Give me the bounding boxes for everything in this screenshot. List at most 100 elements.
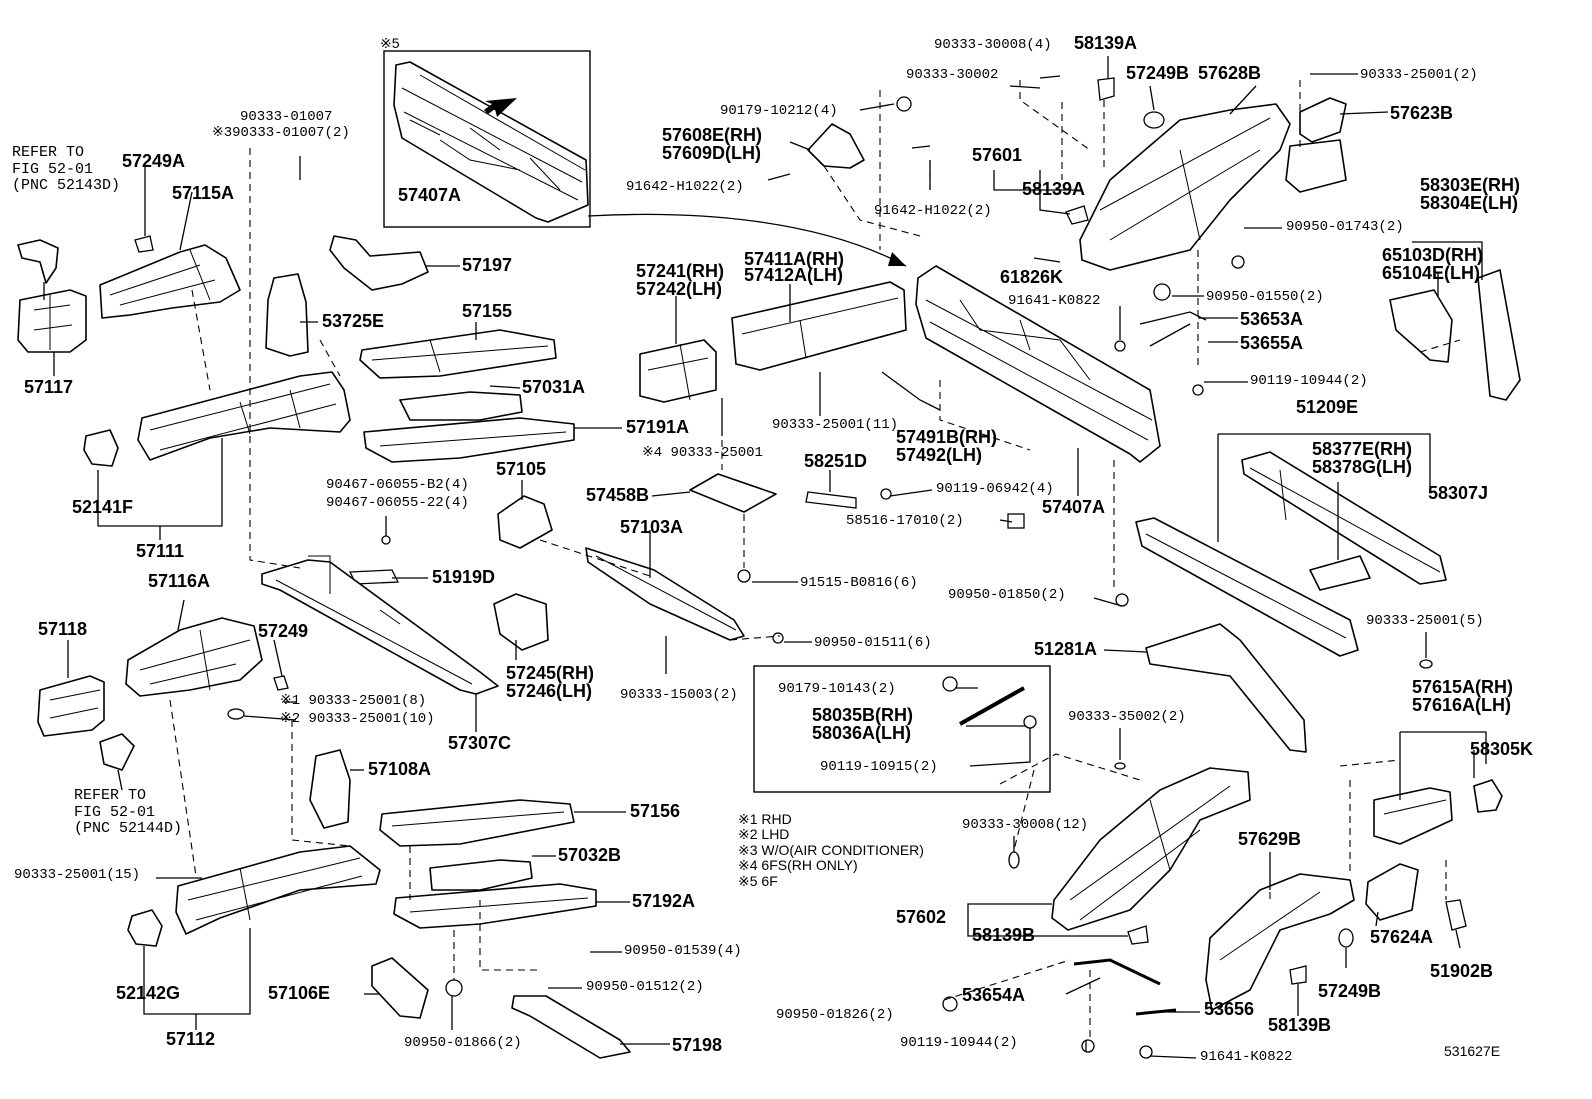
label-57118: 57118 bbox=[38, 619, 88, 639]
part-57116a bbox=[125, 617, 263, 697]
label-57241: 57241(RH) bbox=[636, 261, 725, 281]
part-57602 bbox=[1051, 767, 1251, 931]
part-51209e bbox=[1241, 451, 1447, 585]
label-57411a: 57411A(RH) bbox=[744, 249, 845, 269]
part-57628b-rear bbox=[1285, 139, 1347, 193]
label-51209e: 51209E bbox=[1296, 397, 1359, 417]
label-refer-52144d: REFER TO FIG 52-01 (PNC 52144D) bbox=[74, 787, 183, 837]
label-58139a-top: 58139A bbox=[1074, 33, 1138, 53]
label-57031a: 57031A bbox=[522, 377, 586, 397]
label-57246: 57246(LH) bbox=[506, 681, 593, 701]
part-57458b bbox=[689, 473, 777, 513]
part-58035b bbox=[959, 686, 1025, 726]
label-notes: ※1 RHD ※2 LHD ※3 W/O(AIR CONDITIONER) ※4… bbox=[738, 811, 924, 889]
label-58139b-a: 58139B bbox=[972, 925, 1036, 945]
label-note-5: ※5 bbox=[380, 35, 400, 51]
label-90119-06942: 90119-06942(4) bbox=[936, 481, 1054, 497]
label-90333-25001-5: 90333-25001(5) bbox=[1366, 613, 1484, 629]
plug-90333-35002 bbox=[1114, 762, 1126, 770]
part-57156 bbox=[379, 799, 575, 847]
nut-90950-01866 bbox=[445, 979, 463, 997]
bolt-91642-b bbox=[911, 145, 931, 149]
label-57623b: 57623B bbox=[1390, 103, 1454, 123]
label-90950-01743: 90950-01743(2) bbox=[1286, 219, 1404, 235]
label-57249b: 57249B bbox=[1318, 981, 1382, 1001]
part-53725e bbox=[265, 273, 309, 357]
inset-box-6f bbox=[383, 50, 591, 228]
label-90119-10915: 90119-10915(2) bbox=[820, 759, 938, 775]
part-57608e bbox=[807, 123, 865, 169]
nut-90179-10143 bbox=[942, 676, 958, 692]
label-90950-01512: 90950-01512(2) bbox=[586, 979, 704, 995]
part-65103d bbox=[1389, 289, 1453, 363]
label-57407a: 57407A bbox=[1042, 497, 1106, 517]
part-52144d-ref bbox=[99, 733, 135, 771]
label-57103a: 57103A bbox=[620, 517, 684, 537]
label-57616a: 57616A(LH) bbox=[1412, 695, 1512, 715]
part-57307c bbox=[261, 555, 499, 695]
label-58516-17010: 58516-17010(2) bbox=[846, 513, 964, 529]
label-52141f: 52141F bbox=[72, 497, 134, 517]
bolt-90119-10944-b bbox=[1081, 1039, 1095, 1053]
label-57117: 57117 bbox=[24, 377, 74, 397]
part-58139a-mid bbox=[1065, 205, 1089, 225]
label-57198: 57198 bbox=[672, 1035, 723, 1055]
part-58139b-a bbox=[1127, 925, 1149, 945]
part-57197 bbox=[329, 235, 429, 291]
label-57307c: 57307C bbox=[448, 733, 512, 753]
bolt-91641-b bbox=[1139, 1045, 1153, 1059]
dashed-assembly-lines bbox=[169, 80, 1461, 1040]
label-58251d: 58251D bbox=[804, 451, 868, 471]
label-58036a: 58036A(LH) bbox=[812, 723, 912, 743]
part-57106e bbox=[371, 957, 429, 1019]
label-57491b: 57491B(RH) bbox=[896, 427, 998, 447]
label-53656: 53656 bbox=[1204, 999, 1255, 1019]
part-57032b bbox=[429, 859, 533, 891]
part-57103a bbox=[585, 547, 745, 641]
label-90950-01511: 90950-01511(6) bbox=[814, 635, 932, 651]
label-91642-h1022-b: 91642-H1022(2) bbox=[874, 203, 992, 219]
bolt-90119-10944-a bbox=[1192, 384, 1204, 396]
label-57615a: 57615A(RH) bbox=[1412, 677, 1514, 697]
part-51281a-frame bbox=[1135, 517, 1359, 657]
part-57249b-top bbox=[1143, 111, 1165, 129]
label-65103d: 65103D(RH) bbox=[1382, 245, 1484, 265]
part-57629b bbox=[1205, 873, 1355, 1011]
part-53654a bbox=[1073, 958, 1161, 986]
part-57111-rail bbox=[137, 371, 351, 461]
nut-90179-10212 bbox=[896, 96, 912, 112]
part-58377e bbox=[1309, 555, 1371, 591]
label-61826k: 61826K bbox=[1000, 267, 1064, 287]
part-58251d bbox=[805, 491, 857, 509]
label-57601: 57601 bbox=[972, 145, 1023, 165]
inset-box-stay bbox=[753, 665, 1051, 793]
label-91515-b0816: 91515-B0816(6) bbox=[800, 575, 918, 591]
diagram-reference-id: 531627E bbox=[1444, 1043, 1501, 1059]
label-57116a: 57116A bbox=[148, 571, 211, 591]
label-90179-10212: 90179-10212(4) bbox=[720, 103, 838, 119]
label-58139b-b: 58139B bbox=[1268, 1015, 1332, 1035]
label-57155: 57155 bbox=[462, 301, 513, 321]
clip-90467 bbox=[381, 535, 391, 545]
curved-arrow-head-icon bbox=[888, 252, 906, 266]
part-57155 bbox=[359, 329, 557, 379]
part-57031a bbox=[399, 391, 523, 421]
curved-arrow bbox=[587, 213, 907, 267]
label-90333-25001-lhd: ※2 90333-25001(10) bbox=[280, 711, 435, 727]
label-57156: 57156 bbox=[630, 801, 681, 821]
label-90950-01539: 90950-01539(4) bbox=[624, 943, 742, 959]
label-57602: 57602 bbox=[896, 907, 947, 927]
label-57249b-top: 57249B bbox=[1126, 63, 1190, 83]
label-90333-25001-15: 90333-25001(15) bbox=[14, 867, 141, 883]
label-90119-10944-b: 90119-10944(2) bbox=[900, 1035, 1018, 1051]
label-57624a: 57624A bbox=[1370, 927, 1434, 947]
part-57628b bbox=[1079, 103, 1291, 271]
part-57249b bbox=[1338, 928, 1354, 948]
label-57492: 57492(LH) bbox=[896, 445, 983, 465]
label-58035b: 58035B(RH) bbox=[812, 705, 914, 725]
part-52141f bbox=[83, 429, 119, 467]
nut-90950-01826 bbox=[942, 996, 958, 1012]
label-57108a: 57108A bbox=[368, 759, 432, 779]
label-90467-22: 90467-06055-22(4) bbox=[326, 495, 469, 511]
